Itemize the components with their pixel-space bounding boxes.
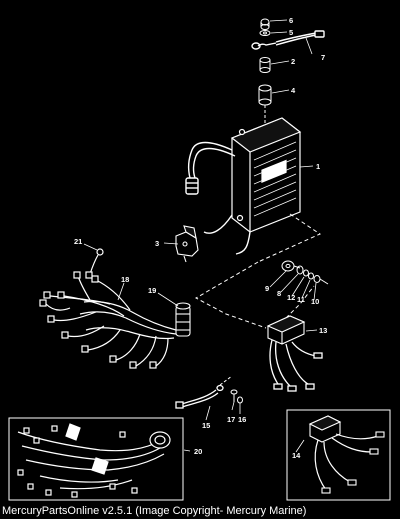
part-17-screw[interactable] [230,389,238,402]
callout-16: 16 [238,415,246,424]
callout-9: 9 [265,284,269,293]
callout-19: 19 [148,286,156,295]
part-4-grommet[interactable] [258,84,272,106]
part-7-lead-wire[interactable] [251,30,325,50]
part-8-washer[interactable] [296,265,304,275]
callout-7: 7 [321,53,325,62]
callout-8: 8 [277,289,281,298]
callout-5: 5 [289,28,293,37]
part-2-spacer[interactable] [259,57,271,73]
callout-4: 4 [291,86,296,95]
part-19-connector[interactable] [175,302,191,337]
part-16-washer[interactable] [237,396,243,404]
callout-17: 17 [227,415,235,424]
part-14-inset-box[interactable] [286,409,391,501]
part-18-wiring-harness[interactable] [39,271,177,369]
part-9-grommet[interactable] [281,260,301,272]
callout-3: 3 [155,239,159,248]
part-21-ground-lead[interactable] [85,248,104,279]
ecm-harness-cable[interactable] [185,141,251,255]
callout-20: 20 [194,447,202,456]
assembly-dashed-lines [194,213,322,329]
callout-1: 1 [316,162,320,171]
callout-18: 18 [121,275,129,284]
copyright-caption: MercuryPartsOnline v2.5.1 (Image Copyrig… [2,505,307,517]
leader-lines [83,19,318,453]
part-12-washer[interactable] [303,269,309,277]
callout-13: 13 [319,326,327,335]
callout-11: 11 [297,295,305,304]
callout-10: 10 [311,297,319,306]
lead-wire-dashed-link [219,375,233,386]
part-13-module[interactable] [266,315,323,392]
part-5-washer[interactable] [259,30,271,36]
part-15-lead-wire[interactable] [175,384,224,409]
part-6-nut[interactable] [260,18,270,30]
callout-12: 12 [287,293,295,302]
callout-6: 6 [289,16,293,25]
part-11-washer[interactable] [308,272,314,280]
callout-15: 15 [202,421,210,430]
callout-14: 14 [292,451,301,460]
part-10-screw[interactable] [313,275,329,285]
part-20-inset-box[interactable] [8,417,184,501]
part-1-ecm-module[interactable] [230,117,302,233]
callout-2: 2 [291,57,295,66]
part-3-bracket[interactable] [175,225,199,263]
callout-21: 21 [74,237,82,246]
